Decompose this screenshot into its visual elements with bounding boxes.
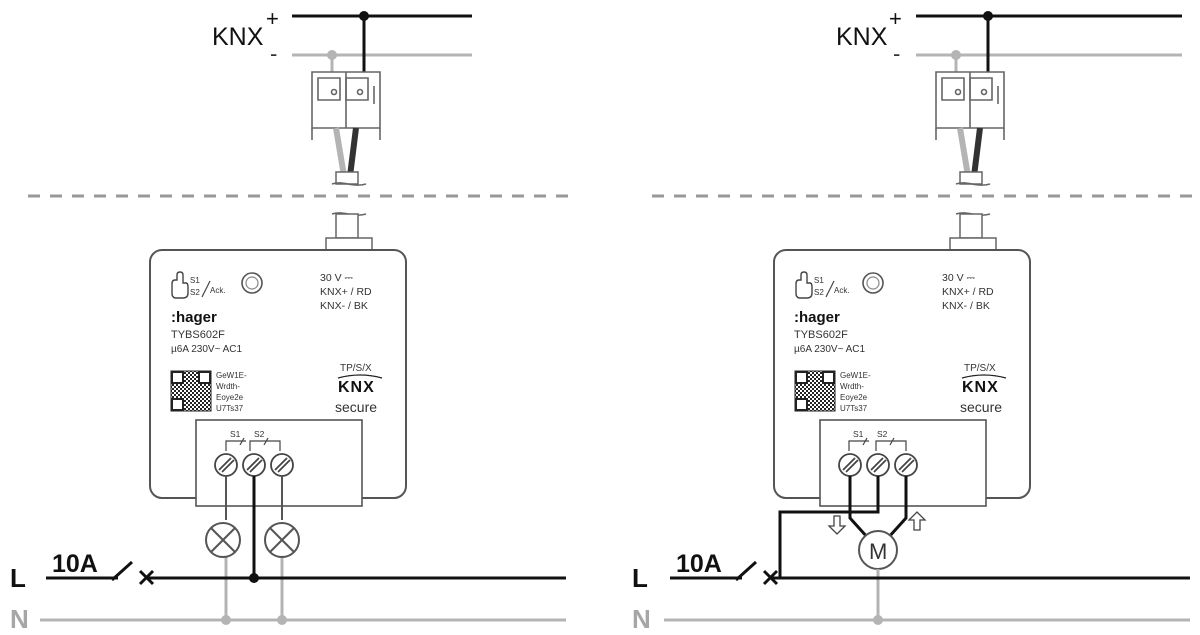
qr-line-1: GeW1E-	[216, 371, 247, 380]
knx-plus-rd-label: KNX+ / RD	[320, 286, 372, 298]
terminal-screws	[838, 453, 918, 477]
knx-cable	[325, 127, 373, 251]
knx-minus-label: -	[893, 41, 900, 66]
neutral-label: N	[632, 604, 651, 634]
button-s1-label: S1	[190, 276, 200, 285]
button-ack-label: Ack.	[210, 286, 226, 295]
qr-code-icon	[794, 370, 836, 412]
button-s2-label: S2	[814, 288, 824, 297]
mains-lines	[40, 573, 566, 625]
actuator-device: S1 S2 Ack. 30 V ⎓ KNX+ / RD KNX- / BK :h…	[773, 249, 1031, 507]
neutral-label: N	[10, 604, 29, 634]
qr-line-3: Eoye2e	[216, 393, 244, 402]
hand-icon	[171, 271, 189, 299]
knx-logo-icon: KNX	[338, 379, 375, 396]
qr-line-4: U7Ts37	[840, 404, 868, 413]
brand-label: :hager	[171, 309, 217, 326]
knx-connector	[311, 71, 381, 140]
breaker-rating-label: 10A	[676, 550, 722, 578]
knx-minus-bk-label: KNX- / BK	[320, 300, 368, 312]
terminal-s1-label: S1	[230, 429, 241, 439]
secure-label: secure	[335, 399, 377, 415]
knx-bus: KNX + -	[836, 6, 1182, 92]
terminal-s2-label: S2	[877, 429, 888, 439]
phase-label: L	[10, 563, 26, 593]
button-ack-label: Ack.	[834, 286, 850, 295]
diagram-right-motor: KNX + -	[632, 6, 1196, 634]
medium-label: TP/S/X	[340, 363, 372, 374]
secure-label: secure	[960, 399, 1002, 415]
lamp-wiring	[224, 476, 284, 620]
rating-label: µ6A 230V~ AC1	[171, 344, 243, 355]
knx-plus-rd-label: KNX+ / RD	[942, 286, 994, 298]
lamp-icon	[205, 522, 241, 558]
knx-label: KNX	[836, 23, 888, 51]
knx-label: KNX	[212, 23, 264, 51]
hand-icon	[795, 271, 813, 299]
medium-label: TP/S/X	[964, 363, 996, 374]
knx-plus-label: +	[889, 6, 902, 31]
knx-connector	[935, 71, 1005, 140]
model-label: TYBS602F	[171, 329, 225, 341]
knx-cable	[949, 127, 997, 251]
actuator-device: S1 S2 Ack. 30 V ⎓ KNX+ / RD KNX- / BK :h…	[149, 249, 407, 507]
button-s2-label: S2	[190, 288, 200, 297]
terminal-s1-label: S1	[853, 429, 864, 439]
voltage-label: 30 V ⎓	[320, 272, 354, 284]
qr-line-2: Wrdth-	[216, 382, 240, 391]
voltage-label: 30 V ⎓	[942, 272, 976, 284]
qr-line-4: U7Ts37	[216, 404, 244, 413]
motor-icon: M	[858, 530, 898, 570]
motor-symbol-label: M	[869, 539, 887, 564]
knx-logo-icon: KNX	[962, 379, 999, 396]
motor-wiring	[778, 476, 908, 578]
knx-minus-label: -	[270, 41, 277, 66]
knx-plus-label: +	[266, 6, 279, 31]
breaker-icon	[46, 560, 155, 586]
arrow-down-icon	[827, 515, 847, 535]
mains-lines	[664, 576, 1190, 625]
diagram-left-lamps: KNX + -	[10, 6, 572, 634]
button-s1-label: S1	[814, 276, 824, 285]
qr-line-2: Wrdth-	[840, 382, 864, 391]
phase-label: L	[632, 563, 648, 593]
qr-line-3: Eoye2e	[840, 393, 868, 402]
lamp-icon	[264, 522, 300, 558]
knx-minus-bk-label: KNX- / BK	[942, 300, 990, 312]
breaker-icon	[670, 560, 779, 586]
model-label: TYBS602F	[794, 329, 848, 341]
rating-label: µ6A 230V~ AC1	[794, 344, 866, 355]
terminal-s2-label: S2	[254, 429, 265, 439]
qr-line-1: GeW1E-	[840, 371, 871, 380]
brand-label: :hager	[794, 309, 840, 326]
breaker-rating-label: 10A	[52, 550, 98, 578]
terminal-screws	[214, 453, 294, 477]
qr-code-icon	[170, 370, 212, 412]
arrow-up-icon	[907, 511, 927, 531]
